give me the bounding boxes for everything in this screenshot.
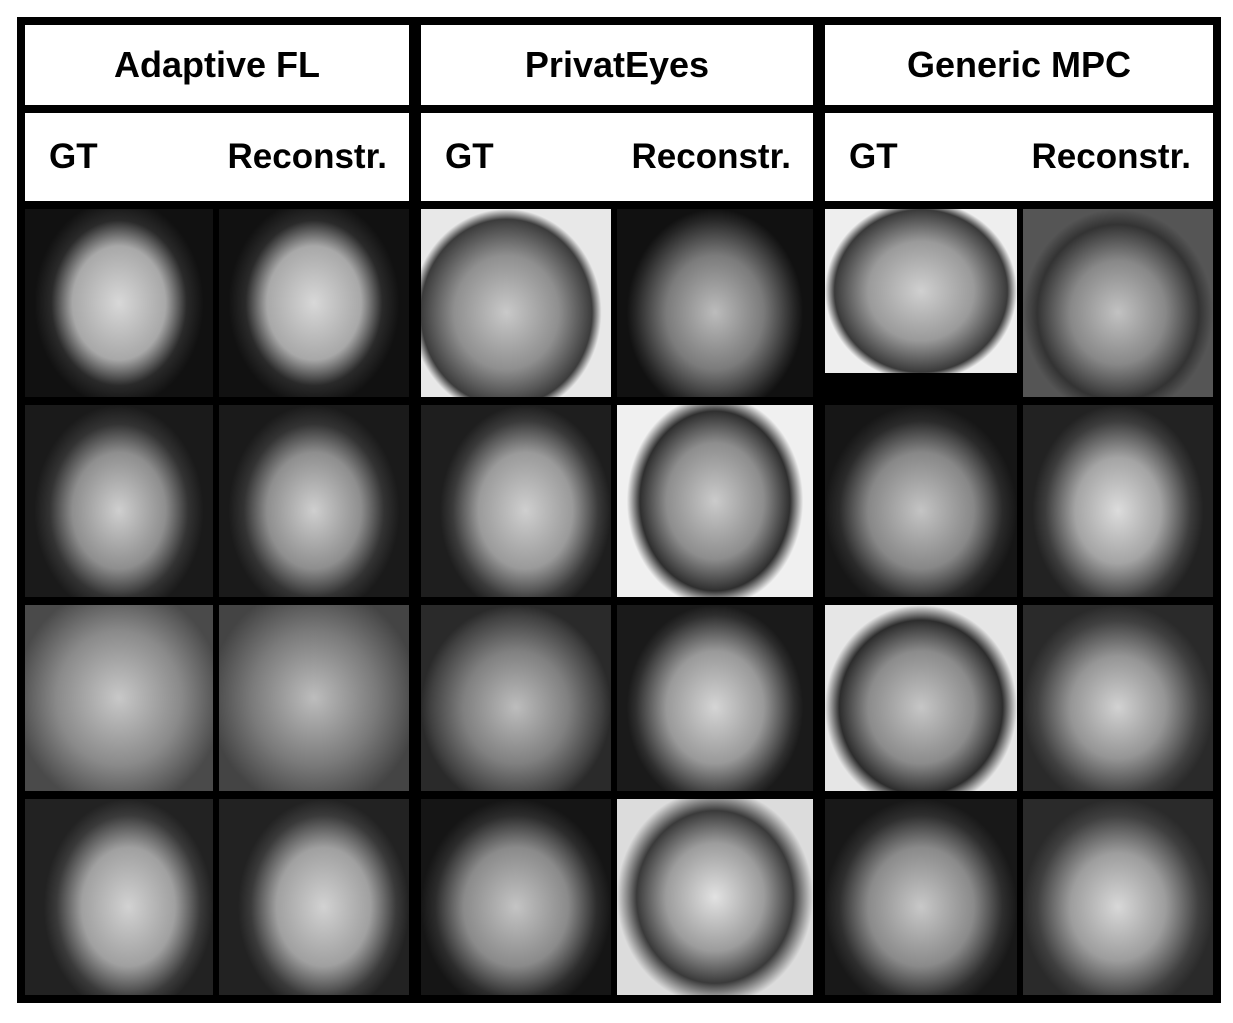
reconstr-label: Reconstr. xyxy=(631,137,792,176)
reconstr-label: Reconstr. xyxy=(1031,137,1192,176)
reconstructed-image xyxy=(617,799,813,995)
method-column-adaptive-fl: Adaptive FL GT Reconstr. xyxy=(17,17,413,1003)
gt-label: GT xyxy=(849,137,898,176)
method-header: Adaptive FL xyxy=(25,25,409,105)
method-header: PrivatEyes xyxy=(421,25,813,105)
gt-image xyxy=(421,799,611,995)
image-grid xyxy=(421,209,813,995)
method-column-generic-mpc: Generic MPC GT Reconstr. xyxy=(817,17,1221,1003)
gt-image xyxy=(421,405,611,597)
reconstructed-image xyxy=(1023,209,1213,397)
gt-image xyxy=(825,405,1017,597)
gt-label: GT xyxy=(445,137,494,176)
reconstructed-image xyxy=(1023,405,1213,597)
reconstructed-image xyxy=(219,209,409,397)
reconstr-label: Reconstr. xyxy=(227,137,388,176)
subheader-row: GT Reconstr. xyxy=(825,113,1213,201)
gt-image xyxy=(421,209,611,397)
gt-image xyxy=(825,605,1017,791)
reconstruction-comparison-figure: Adaptive FL GT Reconstr. PrivatEyes GT R… xyxy=(17,17,1221,1003)
subheader-row: GT Reconstr. xyxy=(421,113,813,201)
gt-image xyxy=(825,209,1017,373)
reconstructed-image xyxy=(1023,799,1213,995)
reconstructed-image xyxy=(617,209,813,397)
gt-image xyxy=(825,799,1017,995)
gt-image xyxy=(25,799,213,995)
reconstructed-image xyxy=(219,605,409,791)
reconstructed-image xyxy=(219,405,409,597)
image-grid xyxy=(825,209,1213,995)
gt-image xyxy=(25,209,213,397)
method-header: Generic MPC xyxy=(825,25,1213,105)
gt-image xyxy=(25,405,213,597)
image-grid xyxy=(25,209,409,995)
reconstructed-image xyxy=(219,799,409,995)
gt-image xyxy=(421,605,611,791)
subheader-row: GT Reconstr. xyxy=(25,113,409,201)
gt-label: GT xyxy=(49,137,98,176)
reconstructed-image xyxy=(617,605,813,791)
method-column-privateyes: PrivatEyes GT Reconstr. xyxy=(413,17,817,1003)
reconstructed-image xyxy=(1023,605,1213,791)
reconstructed-image xyxy=(617,405,813,597)
gt-image xyxy=(25,605,213,791)
